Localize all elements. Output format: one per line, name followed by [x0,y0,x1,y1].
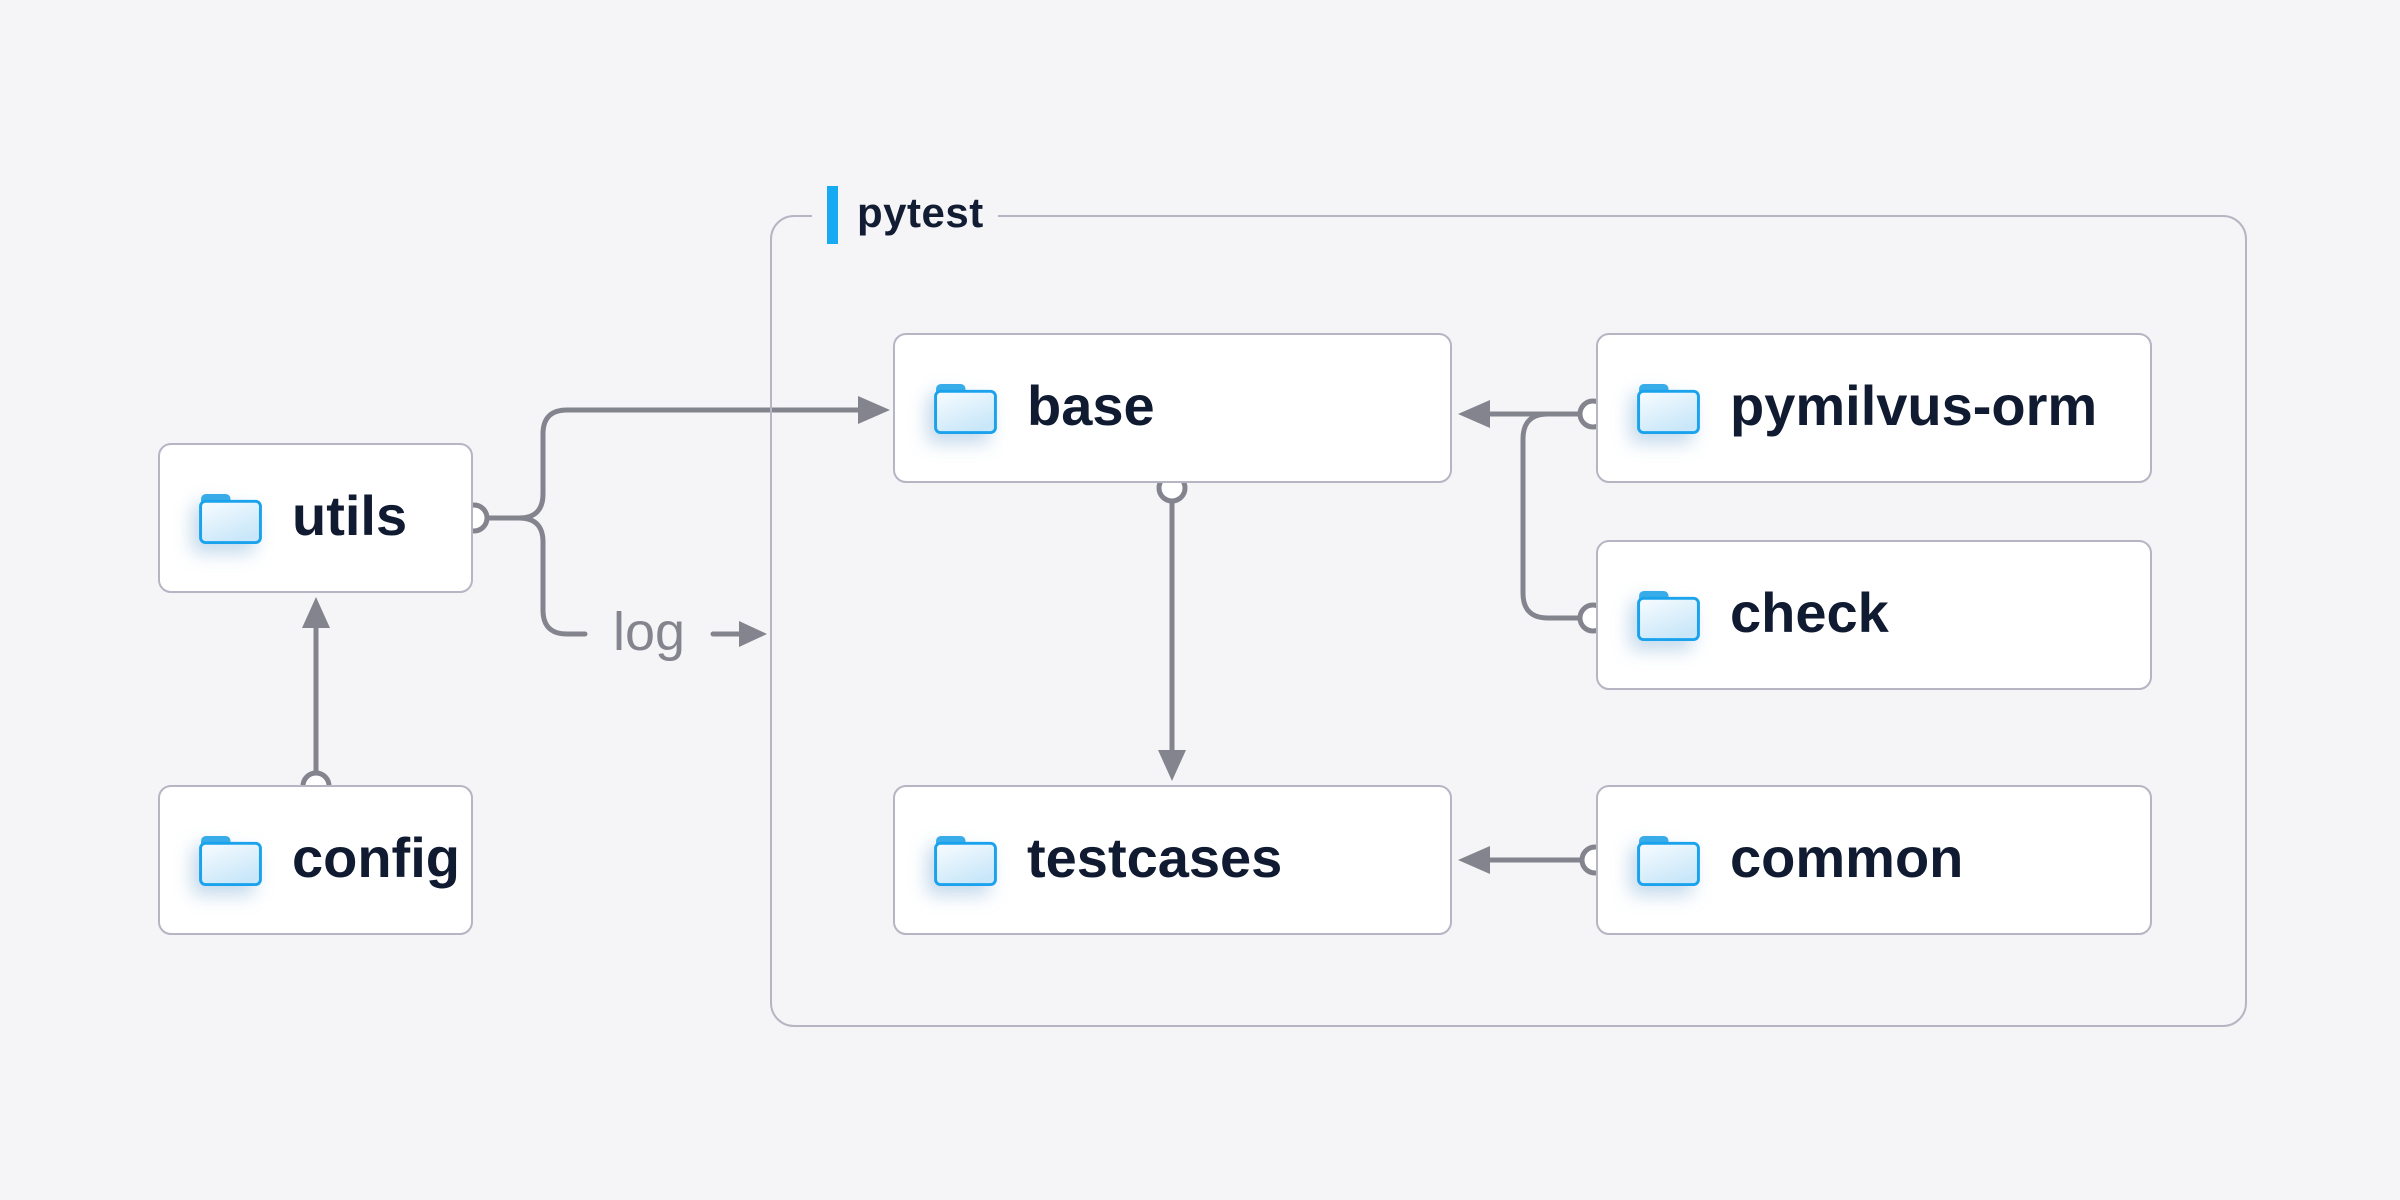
node-pymilvus-orm: pymilvus-orm [1596,333,2152,483]
node-utils-label: utils [292,483,408,547]
folder-icon [199,835,262,886]
folder-icon [934,383,997,434]
node-utils: utils [158,443,473,593]
pytest-container-label: pytest [812,181,998,249]
node-base: base [893,333,1452,483]
arrowhead-into-utils-bottom [302,597,330,628]
node-testcases-label: testcases [1027,825,1283,889]
folder-icon [1637,590,1700,641]
node-config-label: config [292,825,460,889]
folder-icon [1637,835,1700,886]
arrowhead-log [739,621,767,647]
node-check-label: check [1730,580,1889,644]
edge-utils-to-log [516,515,588,637]
node-testcases: testcases [893,785,1452,935]
node-base-label: base [1027,373,1155,437]
folder-icon [199,493,262,544]
node-pymilvus-orm-label: pymilvus-orm [1730,373,2098,437]
accent-bar-icon [827,186,838,244]
node-common: common [1596,785,2152,935]
pytest-label-text: pytest [857,189,984,236]
folder-icon [934,835,997,886]
node-config: config [158,785,473,935]
node-check: check [1596,540,2152,690]
node-common-label: common [1730,825,1964,889]
folder-icon [1637,383,1700,434]
pytest-container [770,215,2247,1027]
edge-label-log: log [612,602,686,662]
